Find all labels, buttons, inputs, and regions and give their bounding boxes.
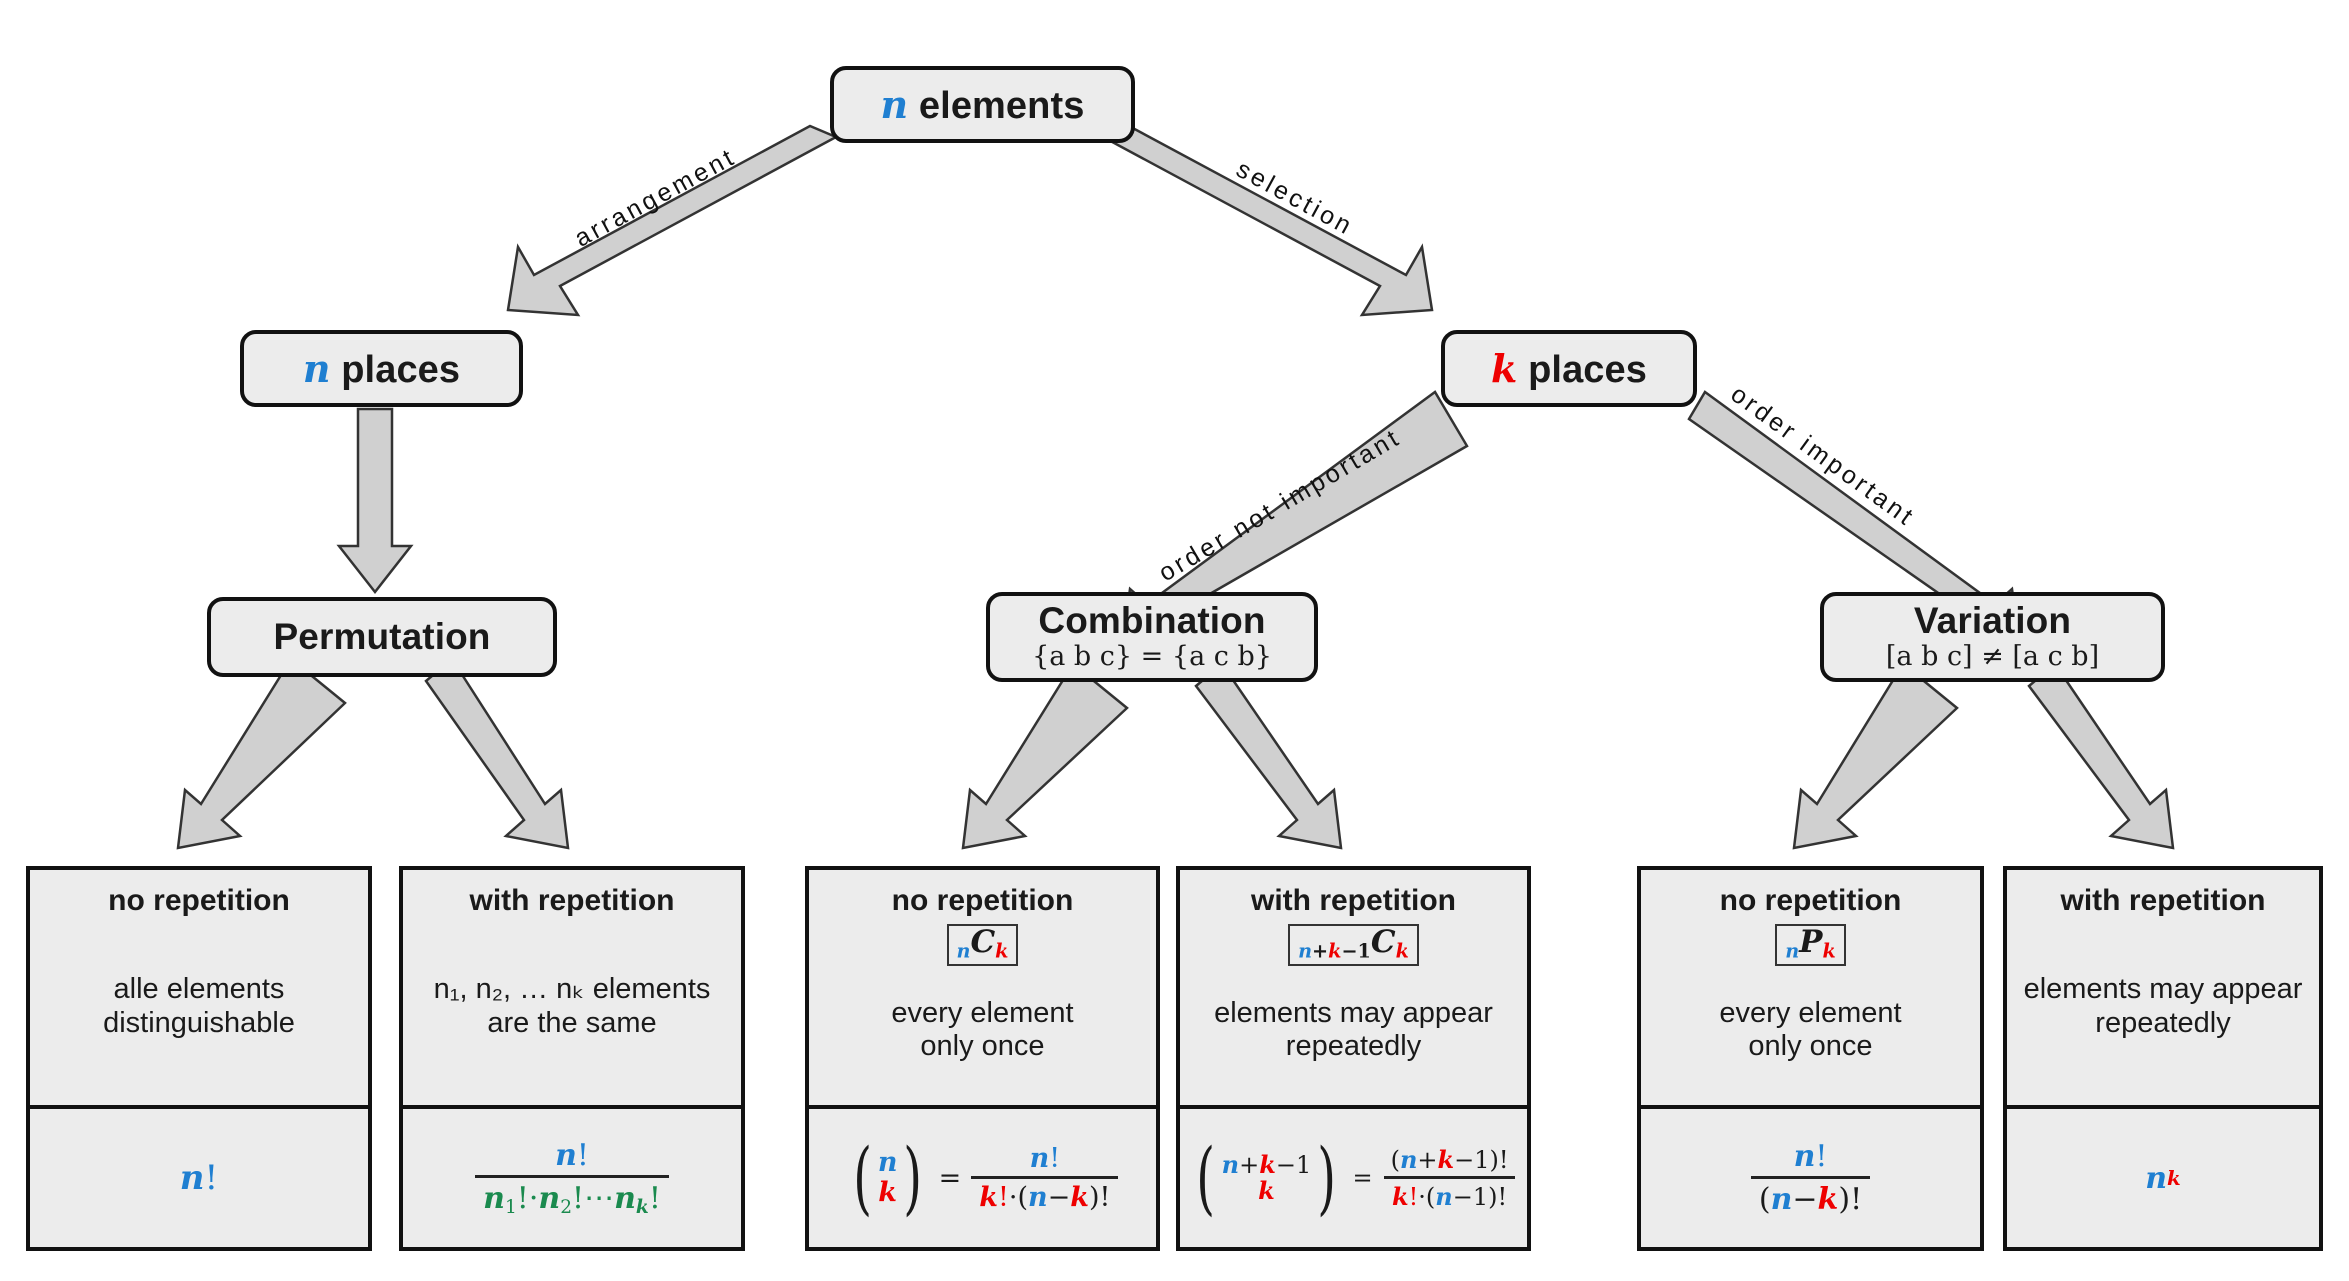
node-n-places[interactable]: n places [240,330,523,407]
node-n-places-text: places [341,348,461,391]
leaf-heading: no repetition [108,884,290,917]
notation-badge-nk1Ck: n+k−1Ck [1288,924,1419,966]
edge-selection [1100,124,1434,317]
leaf-heading: with repetition [2060,884,2266,917]
notation-badge-nCk: nCk [946,924,1019,966]
node-n-places-label: n places [303,346,460,392]
variable-n: n [302,345,331,391]
edge-arrangement [506,124,839,317]
leaf-body: no repetition nPk every element only onc… [1641,870,1980,1109]
leaf-formula: n! [179,1158,219,1198]
node-k-places-text: places [1528,348,1647,391]
leaf-heading: with repetition [1251,884,1456,917]
edge-label-selection: selection [1231,155,1359,242]
node-variation-subtitle: [a b c] ≠ [a c b] [1885,641,2100,673]
node-variation[interactable]: Variation [a b c] ≠ [a c b] [1820,592,2165,682]
edge-variation-withrep [2027,662,2175,850]
leaf-body: no repetition nCk every element only onc… [809,870,1156,1109]
leaf-heading: with repetition [469,884,675,917]
leaf-formula: n! n1!·n2!⋯nk! [403,1109,741,1247]
node-k-places[interactable]: k places [1441,330,1697,407]
node-permutation-title: Permutation [273,616,491,657]
edge-variation-norep [1792,662,1959,850]
leaf-body: no repetition alle elements distinguisha… [30,870,368,1109]
edge-combination-norep [961,662,1129,850]
edge-permutation-withrep [424,657,570,850]
leaf-combination-no-repetition[interactable]: no repetition nCk every element only onc… [805,866,1160,1251]
variable-k: k [1490,345,1518,391]
leaf-note: elements may appear repeatedly [2023,972,2303,1039]
leaf-note: n₁, n₂, … nₖ elements are the same [433,972,711,1039]
leaf-note: every element only once [891,996,1074,1063]
node-combination[interactable]: Combination {a b c} = {a c b} [986,592,1318,682]
leaf-body: with repetition n₁, n₂, … nₖ elements ar… [403,870,741,1109]
node-k-places-label: k places [1491,346,1647,392]
leaf-variation-no-repetition[interactable]: no repetition nPk every element only onc… [1637,866,1984,1251]
edge-nplaces-permutation [336,407,414,595]
leaf-formula: ( n+k−1 k ) = (n+k−1)! k!·(n−1)! [1180,1109,1527,1247]
leaf-note: alle elements distinguishable [103,972,295,1039]
node-n-elements-text: elements [918,84,1085,127]
leaf-permutation-with-repetition[interactable]: with repetition n₁, n₂, … nₖ elements ar… [399,866,745,1251]
leaf-note: every element only once [1719,996,1902,1063]
node-combination-subtitle: {a b c} = {a c b} [1032,641,1272,673]
leaf-formula: n! (n−k)! [1641,1109,1980,1247]
node-n-elements-label: n elements [881,82,1085,128]
node-n-elements[interactable]: n elements [830,66,1135,143]
leaf-body: with repetition elements may appear repe… [2007,870,2319,1109]
edge-label-order-not-important: order not important [1154,423,1406,588]
variable-n: n [880,81,909,127]
edge-combination-withrep [1194,662,1343,850]
leaf-permutation-no-repetition[interactable]: no repetition alle elements distinguisha… [26,866,372,1251]
leaf-formula: ( n k ) = n! k!·(n−k)! [809,1109,1156,1247]
node-combination-title: Combination [1038,599,1266,641]
edge-label-arrangement: arrangement [570,142,741,253]
edge-permutation-norep [176,657,347,850]
leaf-combination-with-repetition[interactable]: with repetition n+k−1Ck elements may app… [1176,866,1531,1251]
node-variation-title: Variation [1913,599,2072,641]
leaf-variation-with-repetition[interactable]: with repetition elements may appear repe… [2003,866,2323,1251]
edge-label-order-important: order important [1725,380,1921,533]
leaf-heading: no repetition [891,884,1074,917]
node-permutation[interactable]: Permutation [207,597,557,677]
leaf-heading: no repetition [1719,884,1902,917]
notation-badge-nPk: nPk [1775,924,1846,966]
leaf-body: with repetition n+k−1Ck elements may app… [1180,870,1527,1109]
leaf-note: elements may appear repeatedly [1214,996,1493,1063]
